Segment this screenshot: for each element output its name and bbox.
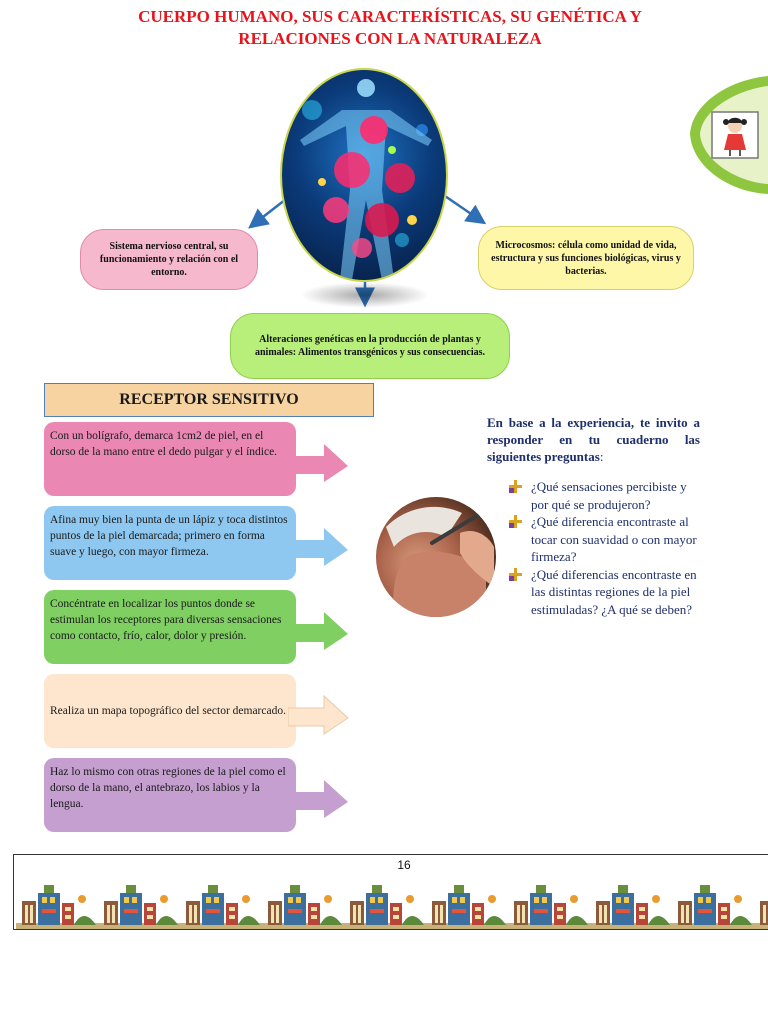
title-line-2: RELACIONES CON LA NATURALEZA [238,29,542,48]
page-number: 16 [397,858,411,872]
right-arrow-icon [288,444,348,482]
receptor-header: RECEPTOR SENSITIVO [44,383,374,417]
arrow-to-right [441,192,487,225]
questions-intro-bold: En base a la experiencia, te invito a re… [487,415,700,464]
plus-bullet-icon [509,480,522,493]
skin-touch-photo [376,497,496,617]
plus-bullet-icon [509,515,522,528]
human-body-illustration [280,68,448,282]
human-figure-icon [300,79,432,280]
right-arrow-icon [288,612,348,650]
right-arrow-icon [288,780,348,818]
title-line-1: CUERPO HUMANO, SUS CARACTERÍSTICAS, SU G… [138,7,642,26]
page-footer: 16 [13,854,768,930]
step-card-5: Haz lo mismo con otras regiones de la pi… [44,758,350,832]
right-arrow-icon [288,528,348,566]
plus-bullet-icon [509,567,522,581]
hand-pen-icon [386,506,494,617]
question-item: ¿Qué sensaciones percibiste y por qué se… [508,478,703,513]
concept-microcosm: Microcosmos: célula como unidad de vida,… [478,226,694,290]
step-card-1: Con un bolígrafo, demarca 1cm2 de piel, … [44,422,350,496]
step-card-3: Concéntrate en localizar los puntos dond… [44,590,350,664]
girl-icon [690,76,768,194]
illustration-shadow [300,282,430,308]
step-card-4: Realiza un mapa topográfico del sector d… [44,674,350,748]
questions-intro: En base a la experiencia, te invito a re… [487,414,700,465]
page-title: CUERPO HUMANO, SUS CARACTERÍSTICAS, SU G… [100,6,680,50]
step-text-3: Concéntrate en localizar los puntos dond… [44,590,296,664]
questions-list: ¿Qué sensaciones percibiste y por qué se… [508,478,703,618]
concept-genetic-alterations: Alteraciones genéticas en la producción … [230,313,510,379]
step-text-4: Realiza un mapa topográfico del sector d… [44,674,296,748]
question-item: ¿Qué diferencias encontraste en las dist… [508,566,703,619]
step-text-5: Haz lo mismo con otras regiones de la pi… [44,758,296,832]
questions-intro-end: : [599,449,604,464]
step-text-1: Con un bolígrafo, demarca 1cm2 de piel, … [44,422,296,496]
question-item: ¿Qué diferencia encontraste al tocar con… [508,513,703,566]
question-text-2: ¿Qué diferencia encontraste al tocar con… [531,514,697,564]
step-text-2: Afina muy bien la punta de un lápiz y to… [44,506,296,580]
question-text-1: ¿Qué sensaciones percibiste y por qué se… [531,479,687,512]
step-card-2: Afina muy bien la punta de un lápiz y to… [44,506,350,580]
concept-nervous-system: Sistema nervioso central, su funcionamie… [80,229,258,290]
question-text-3: ¿Qué diferencias encontraste en las dist… [531,566,697,617]
right-arrow-icon [288,694,349,735]
decorative-border-pattern [16,883,768,929]
